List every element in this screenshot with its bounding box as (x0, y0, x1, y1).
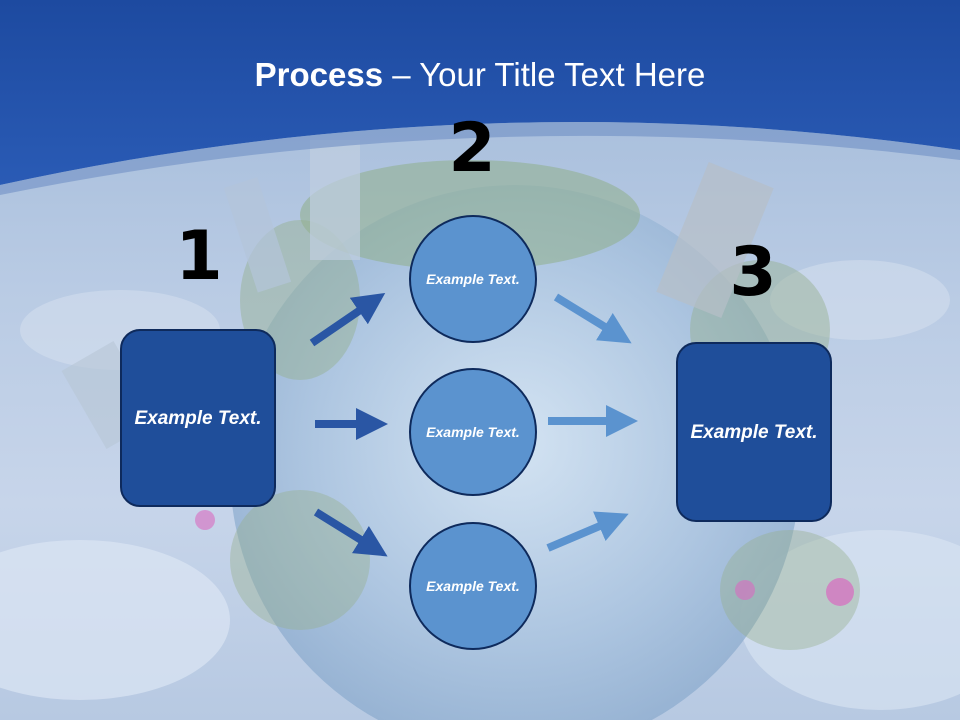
circle-top-text: Example Text. (426, 270, 520, 287)
arrow-1-to-top (309, 292, 386, 347)
circle-middle-text: Example Text. (426, 423, 520, 440)
step-2-circle-top: Example Text. (409, 215, 537, 343)
step-number-3: 3 (729, 233, 777, 312)
arrow-top-to-3 (553, 293, 632, 344)
circle-bottom-text: Example Text. (426, 577, 520, 594)
step-number-1: 1 (175, 217, 223, 296)
step-3-text: Example Text. (690, 421, 818, 443)
step-2-circle-middle: Example Text. (409, 368, 537, 496)
step-1-box: Example Text. (120, 329, 276, 507)
arrow-1-to-bottom (313, 508, 388, 557)
arrow-bottom-to-3 (546, 511, 629, 552)
step-1-text: Example Text. (134, 407, 262, 429)
header-band (0, 0, 960, 185)
step-3-box: Example Text. (676, 342, 832, 522)
title-bold: Process (254, 56, 384, 93)
title-rest: – Your Title Text Here (383, 56, 706, 93)
step-2-circle-bottom: Example Text. (409, 522, 537, 650)
slide-title: Process – Your Title Text Here (0, 54, 960, 96)
step-number-2: 2 (448, 109, 496, 188)
